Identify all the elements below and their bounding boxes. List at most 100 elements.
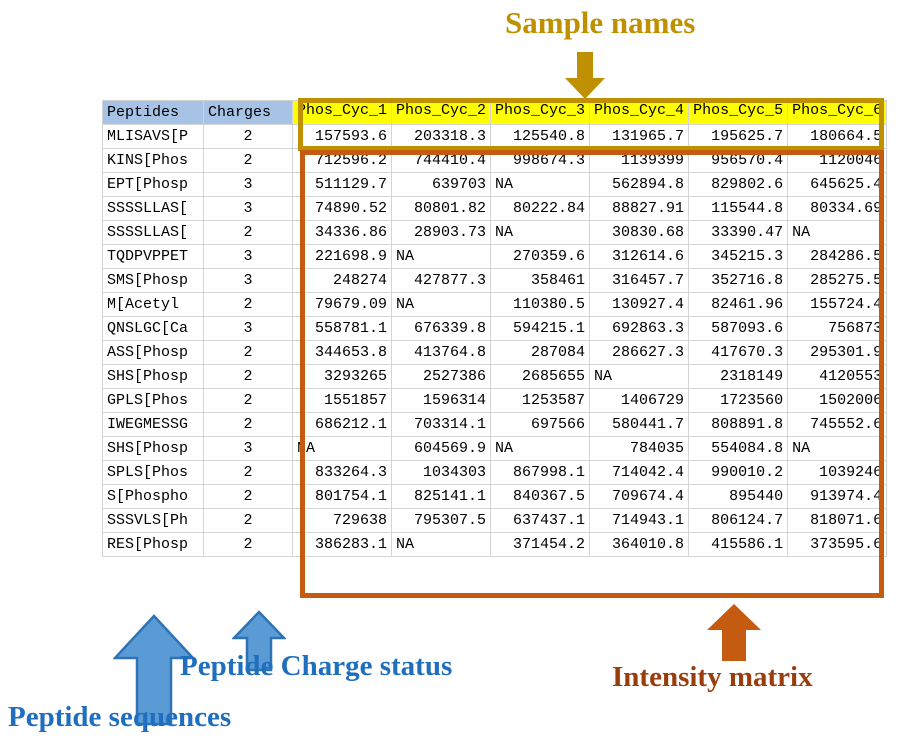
cell-intensity[interactable]: 729638 xyxy=(291,508,393,533)
cell-intensity[interactable]: 998674.3 xyxy=(490,148,591,173)
cell-intensity[interactable]: 82461.96 xyxy=(688,292,789,317)
cell-intensity[interactable]: 371454.2 xyxy=(490,532,591,557)
cell-intensity[interactable]: 913974.4 xyxy=(787,484,888,509)
cell-intensity[interactable]: 316457.7 xyxy=(589,268,690,293)
cell-intensity[interactable]: 676339.8 xyxy=(391,316,492,341)
cell-charge[interactable]: 2 xyxy=(203,124,293,149)
cell-intensity[interactable]: 285275.5 xyxy=(787,268,888,293)
cell-intensity[interactable]: 415586.1 xyxy=(688,532,789,557)
cell-intensity[interactable]: 2685655 xyxy=(490,364,591,389)
cell-peptide[interactable]: S[Phospho xyxy=(102,484,204,509)
cell-intensity[interactable]: 990010.2 xyxy=(688,460,789,485)
column-header-peptides[interactable]: Peptides xyxy=(102,100,204,125)
cell-charge[interactable]: 2 xyxy=(203,412,293,437)
cell-intensity[interactable]: 345215.3 xyxy=(688,244,789,269)
cell-intensity[interactable]: 709674.4 xyxy=(589,484,690,509)
cell-charge[interactable]: 2 xyxy=(203,460,293,485)
column-header-sample-2[interactable]: Phos_Cyc_2 xyxy=(391,100,492,125)
cell-intensity[interactable]: 825141.1 xyxy=(391,484,492,509)
cell-intensity[interactable]: 744410.4 xyxy=(391,148,492,173)
cell-intensity[interactable]: 203318.3 xyxy=(391,124,492,149)
cell-intensity[interactable]: 74890.52 xyxy=(291,196,393,221)
cell-intensity[interactable]: 637437.1 xyxy=(490,508,591,533)
cell-intensity[interactable]: 829802.6 xyxy=(688,172,789,197)
cell-intensity[interactable]: 417670.3 xyxy=(688,340,789,365)
cell-intensity[interactable]: 703314.1 xyxy=(391,412,492,437)
cell-intensity[interactable]: 4120553 xyxy=(787,364,888,389)
cell-intensity[interactable]: 714042.4 xyxy=(589,460,690,485)
cell-peptide[interactable]: GPLS[Phos xyxy=(102,388,204,413)
cell-intensity[interactable]: 580441.7 xyxy=(589,412,690,437)
cell-charge[interactable]: 2 xyxy=(203,508,293,533)
cell-charge[interactable]: 3 xyxy=(203,436,293,461)
cell-intensity[interactable]: NA xyxy=(589,364,690,389)
cell-intensity[interactable]: 195625.7 xyxy=(688,124,789,149)
cell-charge[interactable]: 2 xyxy=(203,532,293,557)
cell-charge[interactable]: 2 xyxy=(203,292,293,317)
cell-peptide[interactable]: RES[Phosp xyxy=(102,532,204,557)
cell-intensity[interactable]: 34336.86 xyxy=(291,220,393,245)
cell-peptide[interactable]: SMS[Phosp xyxy=(102,268,204,293)
cell-intensity[interactable]: 248274 xyxy=(291,268,393,293)
cell-peptide[interactable]: EPT[Phosp xyxy=(102,172,204,197)
cell-intensity[interactable]: 115544.8 xyxy=(688,196,789,221)
cell-intensity[interactable]: 1120046 xyxy=(787,148,888,173)
cell-peptide[interactable]: SPLS[Phos xyxy=(102,460,204,485)
cell-intensity[interactable]: 358461 xyxy=(490,268,591,293)
column-header-sample-5[interactable]: Phos_Cyc_5 xyxy=(688,100,789,125)
cell-intensity[interactable]: 30830.68 xyxy=(589,220,690,245)
cell-intensity[interactable]: 808891.8 xyxy=(688,412,789,437)
cell-intensity[interactable]: 80801.82 xyxy=(391,196,492,221)
cell-intensity[interactable]: 604569.9 xyxy=(391,436,492,461)
cell-charge[interactable]: 2 xyxy=(203,484,293,509)
cell-intensity[interactable]: 413764.8 xyxy=(391,340,492,365)
cell-intensity[interactable]: 28903.73 xyxy=(391,220,492,245)
cell-intensity[interactable]: NA xyxy=(490,220,591,245)
cell-intensity[interactable]: 697566 xyxy=(490,412,591,437)
cell-intensity[interactable]: 867998.1 xyxy=(490,460,591,485)
cell-intensity[interactable]: 686212.1 xyxy=(291,412,393,437)
cell-intensity[interactable]: 1406729 xyxy=(589,388,690,413)
cell-intensity[interactable]: 427877.3 xyxy=(391,268,492,293)
cell-intensity[interactable]: 1139399 xyxy=(589,148,690,173)
column-header-sample-1[interactable]: Phos_Cyc_1 xyxy=(291,100,393,125)
cell-intensity[interactable]: 312614.6 xyxy=(589,244,690,269)
cell-intensity[interactable]: 1723560 xyxy=(688,388,789,413)
cell-intensity[interactable]: 795307.5 xyxy=(391,508,492,533)
cell-intensity[interactable]: 155724.4 xyxy=(787,292,888,317)
cell-intensity[interactable]: 110380.5 xyxy=(490,292,591,317)
cell-intensity[interactable]: 364010.8 xyxy=(589,532,690,557)
cell-intensity[interactable]: NA xyxy=(490,172,591,197)
cell-peptide[interactable]: SHS[Phosp xyxy=(102,436,204,461)
cell-intensity[interactable]: 840367.5 xyxy=(490,484,591,509)
cell-peptide[interactable]: M[Acetyl xyxy=(102,292,204,317)
cell-intensity[interactable]: 344653.8 xyxy=(291,340,393,365)
cell-intensity[interactable]: 818071.6 xyxy=(787,508,888,533)
cell-peptide[interactable]: SHS[Phosp xyxy=(102,364,204,389)
cell-charge[interactable]: 3 xyxy=(203,172,293,197)
cell-charge[interactable]: 2 xyxy=(203,220,293,245)
cell-intensity[interactable]: 80334.69 xyxy=(787,196,888,221)
cell-intensity[interactable]: 562894.8 xyxy=(589,172,690,197)
cell-intensity[interactable]: 125540.8 xyxy=(490,124,591,149)
cell-intensity[interactable]: NA xyxy=(787,436,888,461)
cell-peptide[interactable]: TQDPVPPET xyxy=(102,244,204,269)
cell-intensity[interactable]: 756873 xyxy=(787,316,888,341)
cell-peptide[interactable]: ASS[Phosp xyxy=(102,340,204,365)
cell-peptide[interactable]: MLISAVS[P xyxy=(102,124,204,149)
cell-intensity[interactable]: 1034303 xyxy=(391,460,492,485)
cell-intensity[interactable]: 801754.1 xyxy=(291,484,393,509)
cell-peptide[interactable]: IWEGMESSG xyxy=(102,412,204,437)
cell-intensity[interactable]: 386283.1 xyxy=(291,532,393,557)
cell-intensity[interactable]: 373595.6 xyxy=(787,532,888,557)
cell-intensity[interactable]: 511129.7 xyxy=(291,172,393,197)
cell-peptide[interactable]: SSSSLLAS[ xyxy=(102,220,204,245)
cell-intensity[interactable]: NA xyxy=(391,532,492,557)
cell-peptide[interactable]: QNSLGC[Ca xyxy=(102,316,204,341)
cell-intensity[interactable]: 587093.6 xyxy=(688,316,789,341)
cell-intensity[interactable]: 639703 xyxy=(391,172,492,197)
column-header-sample-3[interactable]: Phos_Cyc_3 xyxy=(490,100,591,125)
peptide-intensity-table[interactable]: Peptides Charges Phos_Cyc_1 Phos_Cyc_2 P… xyxy=(102,100,888,557)
cell-intensity[interactable]: 352716.8 xyxy=(688,268,789,293)
cell-intensity[interactable]: 295301.9 xyxy=(787,340,888,365)
